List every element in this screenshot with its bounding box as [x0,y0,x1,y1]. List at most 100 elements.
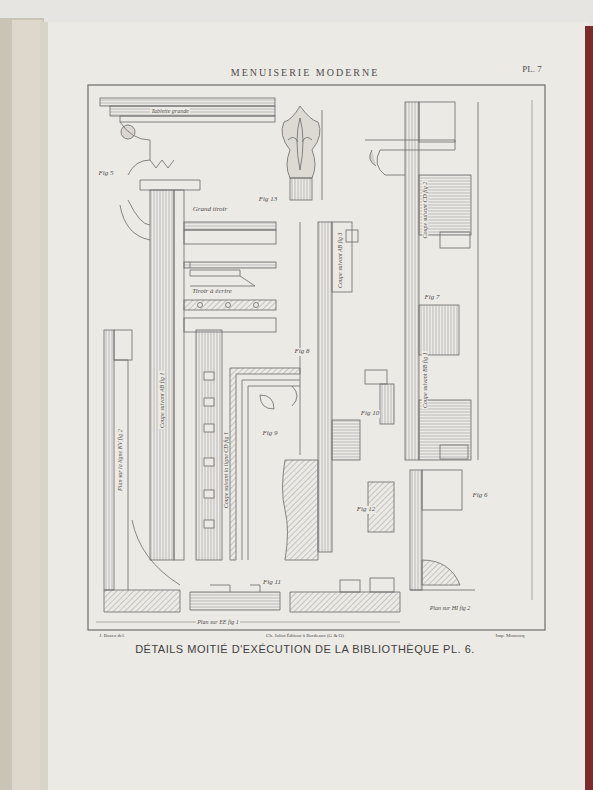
drawing-stroke [300,222,301,455]
drawing-stroke [114,360,128,590]
drawing-stroke [184,262,276,268]
credit: Ch. Juliot Éditeur à Bordeaux (G & O) [265,633,345,638]
figure-label: Fig 6 [472,492,489,499]
drawing-stroke [230,368,300,560]
drawing-stroke [380,384,394,424]
drawing-stroke [410,590,475,591]
drawing-stroke [297,118,303,170]
drawing-stroke [140,180,200,190]
part-name: Tablette grande [150,108,190,114]
section-note: Plan sur EE fig 1 [196,619,240,625]
drawing-stroke [184,300,276,310]
section-note: Plan sur HI fig 2 [429,605,472,611]
drawing-stroke [104,590,180,612]
drawing-stroke [422,470,462,510]
drawing-stroke [410,470,422,590]
drawing-stroke [104,330,114,590]
drawing-stroke [196,330,222,560]
drawing-stroke [150,160,174,168]
drawing-stroke [260,395,274,409]
section-note: Coupe suivant BB fig 1 [422,351,428,409]
drawing-stroke [88,85,545,630]
drawing-stroke [440,232,470,248]
figure-label: Fig 7 [424,294,441,301]
figure-label: Fig 11 [262,579,282,586]
drawing-stroke [204,372,214,528]
drawing-stroke [190,262,255,286]
part-name: Tiroir à écrire [191,288,233,295]
drawing-stroke [242,380,300,560]
drawing-stroke [478,102,479,460]
drawing-stroke [346,230,358,242]
drawing-stroke [370,578,394,592]
drawing-stroke [190,592,280,610]
drawing-stroke [365,370,387,384]
credit: Imp. Monrocq [495,633,526,638]
section-note: Coupe suivant la ligne CD fig 1 [223,431,229,509]
drawing-stroke [110,106,275,116]
drawing-stroke [365,140,455,175]
plate-title: DÉTAILS MOITIÉ D'EXÉCUTION DE LA BIBLIOT… [134,644,476,656]
running-head: MENUISERIE MODERNE [230,68,381,79]
drawing-stroke [184,230,276,244]
section-note: Coupe suivant AB fig 3 [337,231,343,289]
drawing-stroke [12,20,42,790]
drawing-stroke [190,270,240,276]
drawing-stroke [322,110,323,200]
drawing-stroke [150,190,174,560]
drawing-stroke [204,372,214,380]
figure-label: Fig 9 [262,430,279,437]
drawing-stroke [198,303,203,308]
part-name: Grand tiroir [192,206,229,213]
figure-label: Fig 10 [360,410,380,417]
drawing-stroke [114,330,132,360]
drawing-stroke [370,150,376,166]
drawing-stroke [288,137,312,142]
drawing-stroke [204,520,214,528]
drawing-stroke [254,303,259,308]
drawing-stroke [318,222,332,552]
drawing-stroke [585,26,593,790]
drawing-stroke [440,445,468,459]
drawing-stroke [204,458,214,466]
drawing-stroke [226,303,231,308]
drawing-stroke [332,420,360,460]
drawing-stroke [121,125,135,139]
credit: J. Bosco del. [98,633,126,638]
drawing-stroke [100,98,275,106]
drawing-stroke [132,520,180,585]
drawing-stroke [292,386,297,406]
plate-number: PL. 7 [521,65,543,74]
drawing-stroke [40,22,588,790]
drawing-stroke [204,398,214,406]
figure-label: Fig 13 [258,196,278,203]
drawing-stroke [419,400,471,460]
drawing-stroke [128,200,150,225]
drawing-stroke [204,490,214,498]
section-note: Coupe suivant CD fig 2 [422,181,428,240]
drawing-stroke [120,122,150,175]
drawing-stroke [210,585,260,592]
drawing-stroke [282,106,320,178]
section-note: Coupe suivant AB fig 1 [159,371,165,429]
section-note: Plan sur la ligne KV fig 2 [117,428,123,492]
figure-label: Fig 12 [356,506,376,513]
drawing-stroke [204,424,214,432]
drawing-stroke [184,222,276,230]
figure-label: Fig 8 [294,348,311,355]
drawing-stroke [419,305,459,355]
drawing-stroke [290,178,312,200]
drawing-stroke [283,460,319,560]
drawing-stroke [40,22,48,790]
drawing-stroke [290,592,400,612]
drawing-stroke [340,580,360,592]
drawing-stroke [405,102,419,460]
figure-label: Fig 5 [98,170,115,177]
drawing-stroke [120,116,275,122]
drawing-stroke [0,18,44,790]
drawing-stroke [96,622,400,623]
drawing-stroke [419,102,455,142]
drawing-stroke [96,98,532,622]
